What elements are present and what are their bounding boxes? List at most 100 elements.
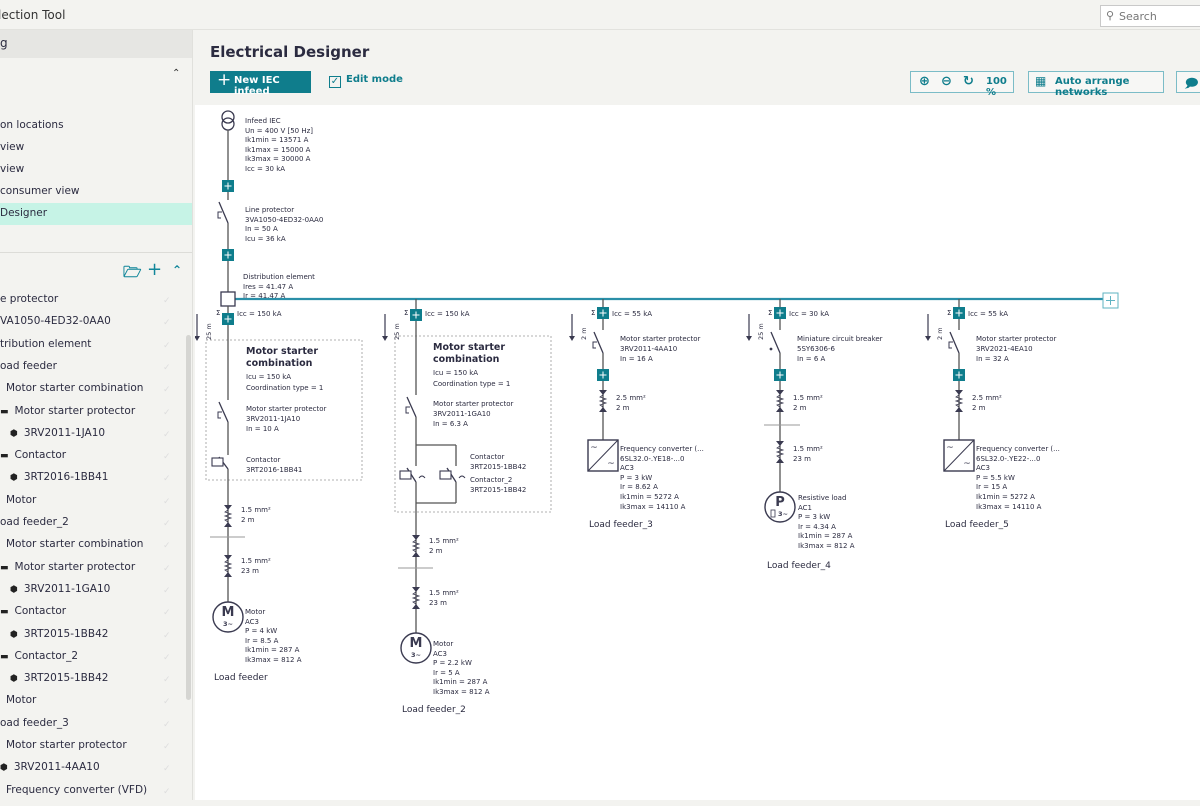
tree-item[interactable]: ▬Contactor✓	[0, 449, 180, 471]
comment-button[interactable]: 🗩	[1176, 71, 1200, 93]
checkbox-checked-icon: ✓	[329, 76, 341, 88]
check-icon: ✓	[163, 652, 171, 663]
resistive-load-symbol-sub: 3~	[778, 510, 788, 518]
zoom-in-icon[interactable]: ⊕	[919, 74, 930, 89]
cable-label: 1.5 mm²	[241, 506, 271, 514]
nav-item[interactable]: view	[0, 163, 25, 175]
check-icon: ✓	[163, 429, 171, 440]
tree-item[interactable]: ⬢3RT2016-1BB41✓	[0, 471, 180, 493]
tree-item[interactable]: Motor✓	[0, 494, 180, 516]
tree-item[interactable]: Motor starter combination✓	[0, 382, 180, 404]
nav-item[interactable]: Designer	[0, 203, 192, 225]
nav-item[interactable]: on locations	[0, 119, 64, 131]
feeder-name: Load feeder_5	[945, 520, 1009, 530]
infeed-label: Ik1max = 15000 A	[245, 145, 311, 154]
thermal-trip-icon	[217, 211, 222, 219]
search-input[interactable]: ⚲Search	[1100, 5, 1200, 27]
page-title: Electrical Designer	[210, 43, 370, 61]
sigma-label: Σ	[947, 309, 952, 317]
folder-icon: ▬	[0, 607, 9, 618]
zoom-out-icon[interactable]: ⊖	[941, 74, 952, 89]
tree-item[interactable]: VA1050-4ED32-0AA0✓	[0, 315, 180, 337]
cable-label: 2 m	[241, 516, 255, 524]
load-label: Ik3max = 812 A	[433, 688, 490, 696]
tree-item[interactable]: e protector✓	[0, 293, 180, 315]
tree-item[interactable]: ▬Motor starter protector✓	[0, 405, 180, 427]
switch-blade-icon	[218, 201, 229, 224]
tree-item[interactable]: Motor✓	[0, 694, 180, 716]
tree-item[interactable]: ⬢3RV2011-1GA10✓	[0, 583, 180, 605]
tree-item[interactable]: ⬢3RT2015-1BB42✓	[0, 672, 180, 694]
load-label: Ik1min = 5272 A	[976, 493, 1035, 501]
add-icon[interactable]: +	[147, 259, 163, 280]
check-icon: ✓	[163, 742, 171, 752]
load-label: Ik1min = 287 A	[433, 678, 488, 687]
load-label: Ik3max = 812 A	[798, 542, 855, 550]
tree-item[interactable]: ⬢3RV2011-4AA10✓	[0, 761, 180, 783]
cable-label: 1.5 mm²	[429, 589, 459, 597]
cable-end-icon	[776, 390, 784, 395]
load-label: P = 3 kW	[798, 513, 831, 522]
load-label: P = 3 kW	[620, 473, 653, 482]
tree-item[interactable]: ▬Contactor_2✓	[0, 650, 180, 672]
check-icon: ✓	[163, 340, 171, 351]
tree-item[interactable]: Motor starter combination✓	[0, 538, 180, 560]
folder-icon: ▬	[0, 406, 9, 417]
sigma-label: Σ	[216, 309, 221, 317]
motor-symbol-glyph: M	[222, 605, 235, 620]
check-icon: ✓	[163, 675, 171, 686]
feeder-name: Load feeder_3	[589, 520, 653, 530]
load-label: Ir = 4.34 A	[798, 522, 836, 531]
load-label: Motor	[245, 608, 266, 616]
tree-item[interactable]: ⬢3RV2011-1JA10✓	[0, 427, 180, 449]
cable-label: 2 m	[793, 404, 807, 412]
cube-icon: ⬢	[10, 473, 18, 484]
tilde-glyph: ~	[607, 459, 615, 469]
sidebar-scrollbar[interactable]	[186, 335, 191, 700]
tree-item-label: 3RT2016-1BB41	[23, 471, 109, 484]
search-icon: ⚲	[1106, 9, 1115, 22]
check-icon: ✓	[163, 786, 171, 797]
tree-item[interactable]: Motor starter protector✓	[0, 739, 180, 761]
collapse-chevrons-icon[interactable]: ⌃	[172, 68, 181, 79]
tilde-glyph: ~	[963, 459, 971, 469]
protector-label: Miniature circuit breaker	[797, 335, 883, 343]
auxiliary-contact-icon	[418, 475, 426, 479]
edit-mode-checkbox[interactable]: ✓Edit mode	[329, 74, 403, 88]
tree-item[interactable]: oad feeder✓	[0, 360, 180, 382]
tree-item[interactable]: oad feeder_3✓	[0, 717, 180, 739]
line-protector-label: In = 50 A	[245, 225, 278, 233]
auxiliary-contact-icon	[458, 475, 466, 479]
folder-icon: ▬	[0, 562, 9, 573]
tree-item[interactable]: oad feeder_2✓	[0, 516, 180, 538]
tree-item-label: oad feeder_3	[0, 716, 69, 729]
tree-item-label: Motor starter combination	[6, 382, 144, 395]
load-label: P = 4 kW	[245, 627, 278, 636]
line-protector-label: Line protector	[245, 206, 295, 214]
protector-label: In = 6 A	[797, 355, 826, 363]
tree-item[interactable]: ⬢3RT2015-1BB42✓	[0, 628, 180, 650]
add-folder-icon[interactable]: 🗁	[123, 263, 142, 281]
nav-item[interactable]: consumer view	[0, 185, 80, 197]
tree-item[interactable]: tribution element✓	[0, 338, 180, 360]
nav-item[interactable]: view	[0, 141, 25, 153]
tree-item-label: Motor	[6, 694, 37, 707]
new-iec-infeed-button[interactable]: +New IEC infeed	[210, 70, 311, 97]
collapse-all-icon[interactable]: ⌃	[172, 263, 183, 277]
title-bar: lection Tool ⚲Search	[0, 0, 1200, 30]
cable-icon	[411, 591, 421, 605]
tree-item-label: e protector	[0, 293, 59, 305]
auto-arrange-button[interactable]: ▦ Auto arrange networks	[1028, 71, 1164, 98]
tree-item[interactable]: ▬Motor starter protector✓	[0, 561, 180, 583]
check-icon: ✓	[163, 496, 171, 507]
distribution-label: Ires = 41.47 A	[243, 282, 294, 291]
tree-item[interactable]: ▬Contactor✓	[0, 605, 180, 627]
switch-blade-icon	[218, 401, 229, 423]
cable-end-icon	[776, 458, 784, 463]
combination-label: Icu = 150 kA	[246, 373, 292, 381]
tree-item[interactable]: Frequency converter (VFD)✓	[0, 784, 180, 806]
resistor-icon	[770, 509, 776, 518]
reset-zoom-icon[interactable]: ↻	[963, 74, 974, 89]
motor-starter-combination-box	[205, 339, 363, 481]
